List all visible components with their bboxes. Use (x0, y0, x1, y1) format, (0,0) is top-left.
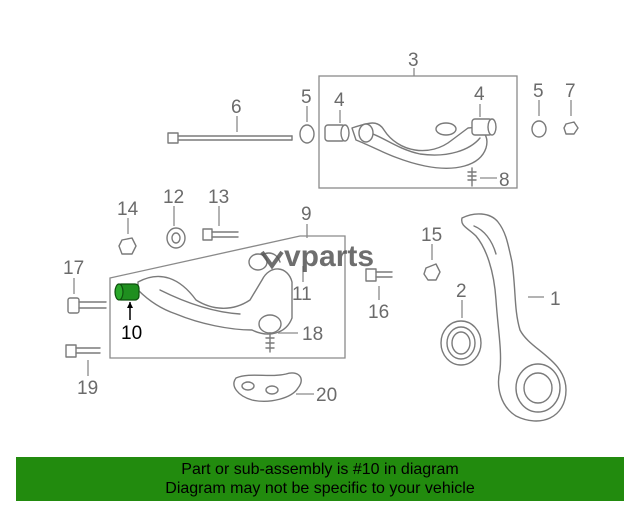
banner-line-2: Diagram may not be specific to your vehi… (165, 480, 475, 497)
callout-19: 19 (77, 378, 98, 399)
seal-2 (440, 300, 482, 366)
callout-17: 17 (63, 258, 84, 279)
callout-2: 2 (456, 281, 467, 302)
svg-text:vparts: vparts (284, 240, 374, 273)
callout-10: 10 (121, 323, 142, 344)
bracket-20 (233, 372, 314, 402)
callout-13: 13 (208, 187, 229, 208)
bolt-16 (365, 268, 393, 300)
callout-4-left: 4 (334, 90, 345, 111)
callout-6: 6 (231, 97, 242, 118)
info-banner: Part or sub-assembly is #10 in diagram D… (16, 457, 624, 501)
upper-arm-assembly (318, 68, 518, 189)
callout-4-right: 4 (474, 84, 485, 105)
callout-5-right: 5 (533, 81, 544, 102)
callout-15: 15 (421, 225, 442, 246)
callout-8: 8 (499, 170, 510, 191)
cam-12 (166, 206, 186, 249)
callout-16: 16 (368, 302, 389, 323)
callout-20: 20 (316, 385, 337, 406)
banner-line-1: Part or sub-assembly is #10 in diagram (181, 461, 459, 478)
watermark: vparts (260, 240, 374, 273)
bolt-13 (202, 206, 239, 241)
lower-arm-assembly (109, 224, 346, 359)
callout-9: 9 (301, 204, 312, 225)
callout-14: 14 (117, 199, 139, 220)
nut-7 (563, 100, 579, 135)
callout-3: 3 (408, 50, 419, 71)
bolt-19 (65, 344, 101, 376)
nut-15 (423, 244, 441, 281)
callout-7: 7 (565, 81, 576, 102)
callout-12: 12 (163, 187, 184, 208)
callout-5-left: 5 (301, 87, 312, 108)
knuckle-1 (461, 213, 567, 422)
washer-5-right (531, 100, 547, 138)
bolt-6 (167, 116, 293, 144)
callout-1: 1 (550, 289, 561, 310)
washer-5-left (299, 106, 315, 144)
callout-18: 18 (302, 324, 323, 345)
callout-11: 11 (292, 284, 312, 305)
bolt-17 (67, 278, 107, 314)
nut-14 (118, 218, 137, 255)
bushing-10-highlight (114, 283, 140, 320)
